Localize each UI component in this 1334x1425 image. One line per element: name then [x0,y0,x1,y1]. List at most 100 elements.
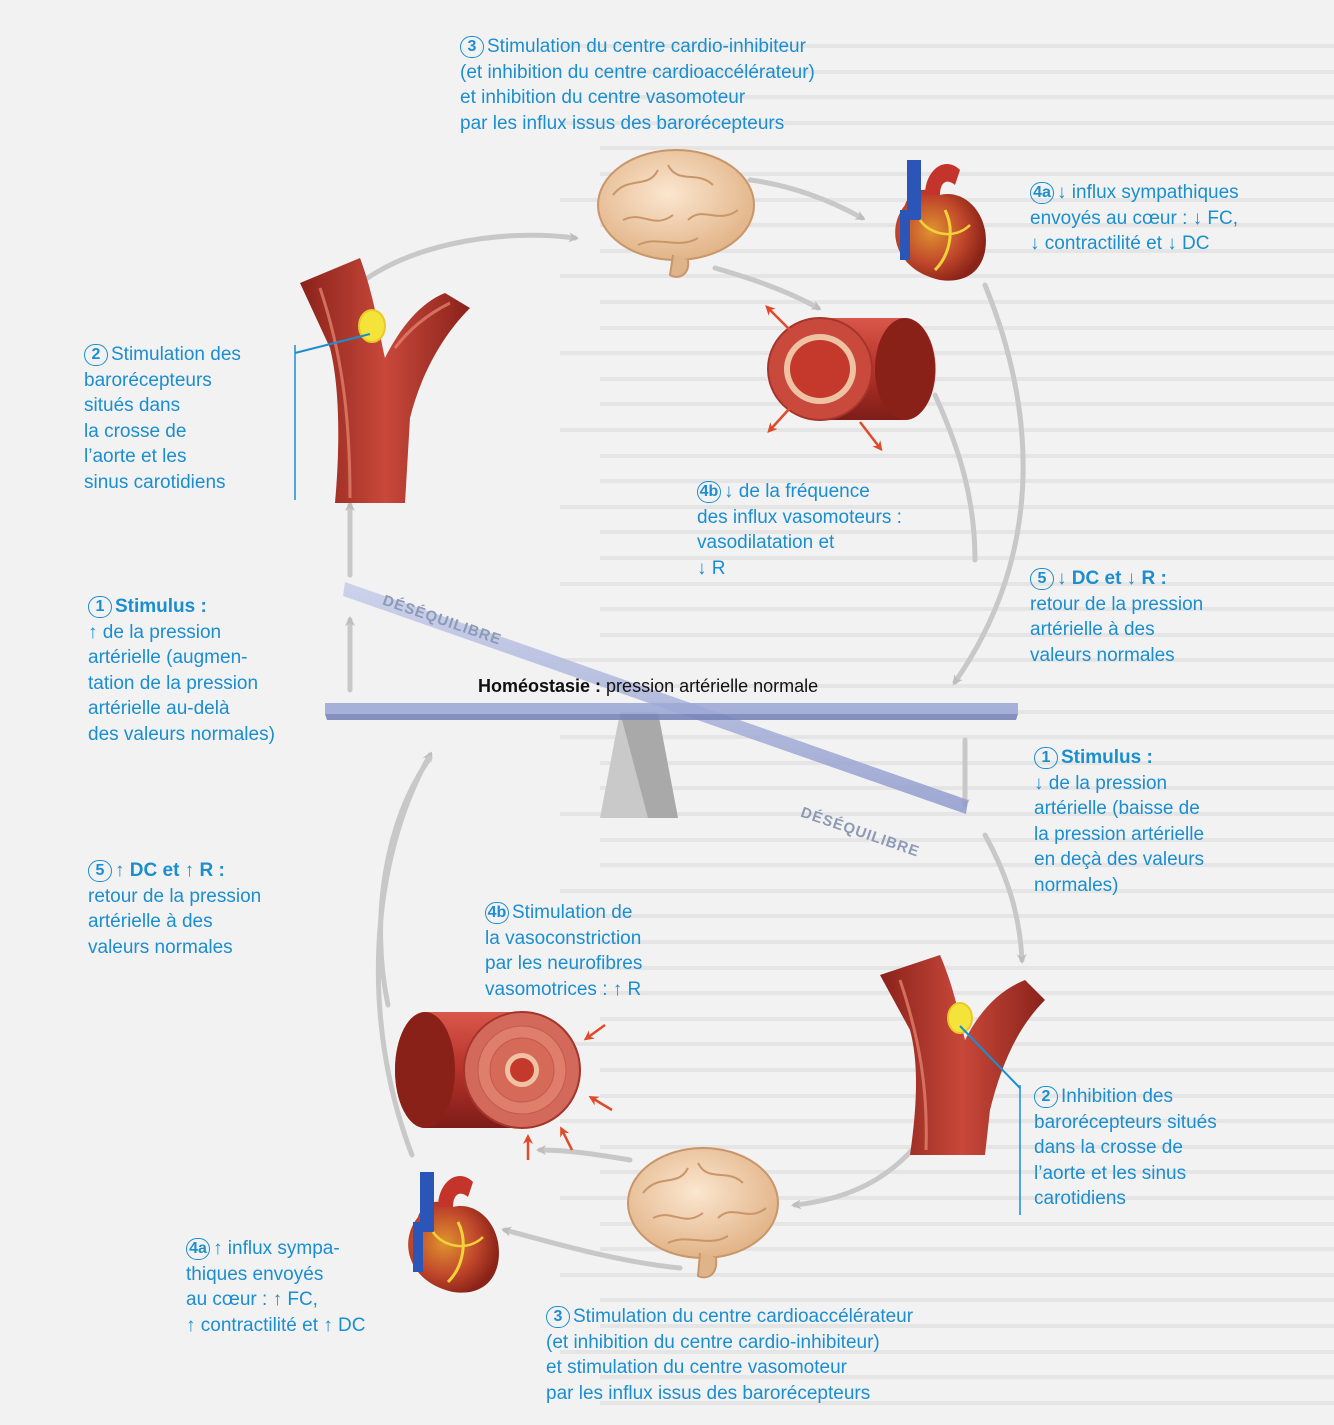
arrow-brain-to-heart-bottom [501,1226,683,1271]
background-text-line [600,632,1334,637]
caption-line: ↓ contractilité et ↓ DC [1030,233,1210,255]
bottom-cycle-arrows [375,737,1027,1271]
background-text-line [560,351,1334,356]
background-text-line [600,1375,1334,1380]
brain-bottom-icon [627,1147,779,1279]
caption-line: vasomotrices : ↑ R [485,978,642,1000]
caption-line: par les influx issus des barorécepteurs [460,112,785,134]
caption-line: (et inhibition du centre cardio-inhibite… [546,1331,880,1353]
background-text-line [560,965,1334,970]
caption-line: Stimulation du centre cardioaccélérateur [573,1306,914,1327]
homeostasis-title: Homéostasie : [478,676,602,696]
caption-line: Inhibition des [1061,1086,1173,1107]
badge-bottom-step4a: 4a [186,1238,210,1260]
caption-line: retour de la pression [88,885,262,907]
background-text-line [600,607,1334,612]
background-text-line [600,1170,1334,1175]
vessel-dilated-icon [765,305,936,452]
badge-bottom-step4b: 4b [485,902,509,924]
background-text-line [560,812,1334,816]
background-text-line [560,504,1334,509]
caption-line: artérielle à des [88,911,213,933]
caption-line: ↓ influx sympathiques [1057,182,1239,203]
caption-bottom-step5: 5↑ DC et ↑ R : retour de la pression art… [88,858,261,960]
caption-line: artérielle (augmen- [88,647,248,669]
arrow-brain-to-vessel [712,265,822,311]
caption-line: artérielle à des [1030,619,1155,641]
caption-line: la vasoconstriction [485,927,642,949]
caption-line: situés dans [84,395,181,417]
caption-line: ↓ de la pression [1034,772,1168,794]
badge-top-step1: 1 [88,596,112,618]
caption-line: ↑ influx sympa- [213,1238,340,1259]
caption-line: en deçà des valeurs [1034,849,1205,871]
seesaw-board-tilted [343,582,968,814]
background-text-line [600,172,1334,176]
artery-top-icon [294,258,470,503]
caption-line: et stimulation du centre vasomoteur [546,1357,847,1379]
background-text-line [560,1272,1334,1277]
caption-top-step5: 5↓ DC et ↓ R : retour de la pression art… [1030,566,1203,668]
badge-top-step3: 3 [460,36,484,58]
caption-line: retour de la pression [1030,593,1204,615]
caption-line: au cœur : ↑ FC, [186,1289,318,1311]
caption-line: tation de la pression [88,672,259,694]
caption-top-step4b: 4b↓ de la fréquence des influx vasomoteu… [697,479,902,581]
arrow-vessel-merge-bottom [378,755,433,1008]
background-text-line [560,735,1334,740]
background-text-line [600,863,1334,868]
seesaw [325,582,1018,818]
background-text-line [600,684,1334,688]
vessel-constricted-icon [395,1011,613,1160]
background-text-line [600,914,1334,919]
caption-line: vasodilatation et [697,532,835,554]
caption-line: carotidiens [1034,1188,1126,1210]
caption-line: ↑ contractilité et ↑ DC [186,1314,366,1336]
background-text-line [600,402,1334,407]
caption-line: thiques envoyés [186,1263,324,1285]
background-text-line [600,300,1334,304]
arrow-receptor-to-brain [347,232,579,295]
caption-line: par les influx issus des barorécepteurs [546,1382,871,1404]
badge-top-step4a: 4a [1030,182,1054,204]
background-text-line [600,556,1334,560]
caption-top-step4a: 4a↓ influx sympathiques envoyés au cœur … [1030,180,1239,257]
background-text-line [600,95,1334,100]
homeostasis-label: Homéostasie : pression artérielle normal… [478,676,818,697]
heart-top-icon [895,160,986,281]
homeostasis-text: pression artérielle normale [601,676,819,696]
caption-line: l’aorte et les sinus [1034,1162,1187,1184]
badge-top-step2: 2 [84,344,108,366]
caption-line: valeurs normales [88,936,233,958]
caption-line: dans la crosse de [1034,1137,1183,1159]
background-text-line [600,530,1334,535]
background-text-line [600,1298,1334,1303]
background-text-line [600,1324,1334,1328]
badge-bottom-step5: 5 [88,860,112,882]
background-text-line [600,453,1334,458]
caption-line: envoyés au cœur : ↓ FC, [1030,207,1239,229]
caption-line: normales) [1034,874,1119,896]
caption-title: Stimulus : [115,596,207,617]
caption-line: Stimulation des [111,344,241,365]
background-text-line [560,581,1334,586]
background-text-line [560,1196,1334,1200]
artery-bottom-icon [880,955,1045,1155]
caption-line: des valeurs normales) [88,723,275,745]
caption-line: Stimulation du centre cardio-inhibiteur [487,36,806,57]
top-cycle-arrows [345,177,1026,693]
caption-line: valeurs normales [1030,644,1175,666]
background-text-line [560,888,1334,893]
caption-title: ↓ DC et ↓ R : [1057,568,1167,589]
caption-line: barorécepteurs situés [1034,1111,1217,1133]
arrow-vessel-merge [932,392,978,563]
caption-line: ↓ R [697,557,726,579]
background-text-line [600,325,1334,330]
caption-title: ↑ DC et ↑ R : [115,860,225,881]
background-text-line [600,376,1334,381]
